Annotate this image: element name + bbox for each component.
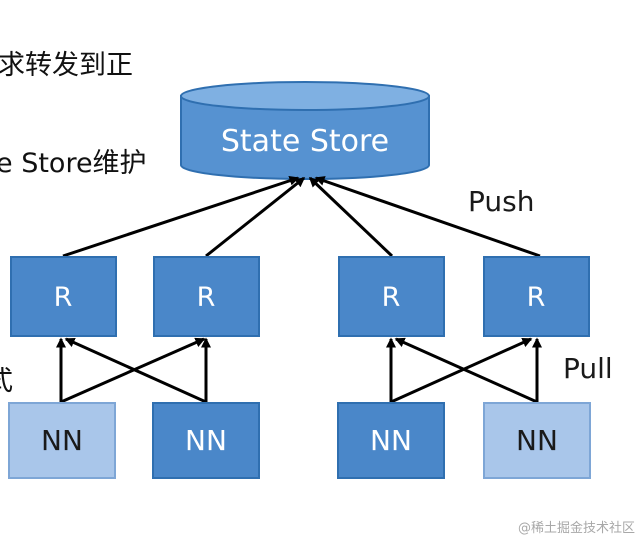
watermark: @稀土掘金技术社区 (517, 521, 635, 536)
left-text-line-2: e Store维护 (0, 148, 147, 179)
push-label: Push (468, 185, 535, 218)
replica-1: R (10, 256, 117, 337)
nn-node-4: NN (483, 402, 591, 479)
nn-node-4-label: NN (516, 424, 558, 457)
state-store-label: State Store (221, 124, 389, 159)
replica-3-label: R (382, 282, 401, 313)
nn-node-2: NN (152, 402, 260, 479)
replica-2-label: R (197, 282, 216, 313)
replica-4: R (483, 256, 590, 337)
replica-3: R (338, 256, 445, 337)
nn-node-1-label: NN (41, 424, 83, 457)
state-store-cylinder: State Store (180, 81, 430, 180)
nn-node-2-label: NN (185, 424, 227, 457)
push-arrows (62, 175, 541, 258)
replica-2: R (153, 256, 260, 337)
pull-arrows (56, 337, 542, 404)
replica-4-label: R (527, 282, 546, 313)
pull-label: Pull (563, 352, 613, 385)
nn-node-1: NN (8, 402, 116, 479)
replica-1-label: R (54, 282, 73, 313)
nn-node-3-label: NN (370, 424, 412, 457)
left-text-line-3: 式 (0, 368, 13, 395)
nn-node-3: NN (337, 402, 445, 479)
left-text-line-1: 求转发到正 (0, 50, 133, 81)
